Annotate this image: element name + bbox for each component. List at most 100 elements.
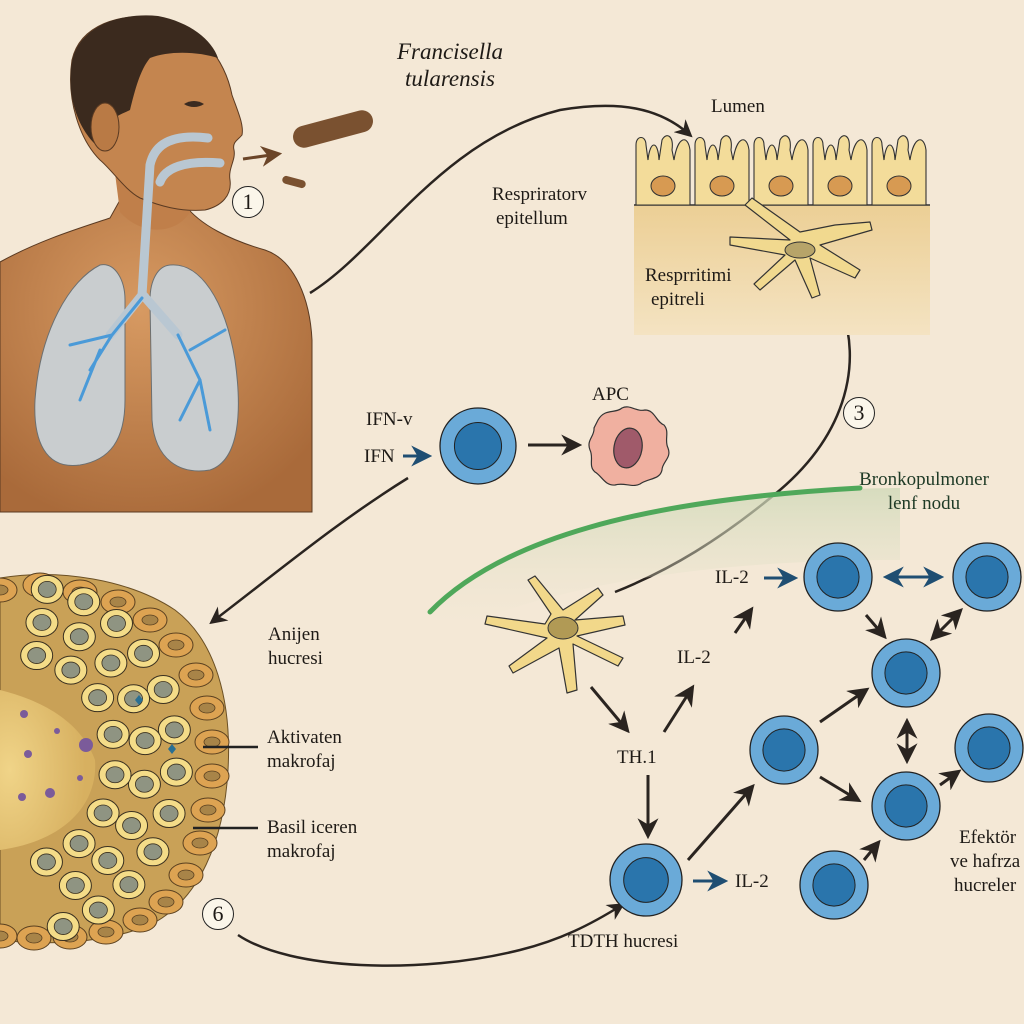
pathway-arrows xyxy=(589,566,963,892)
epithelial-cell xyxy=(694,135,750,206)
macrophage xyxy=(148,889,184,915)
apc-label: APC xyxy=(592,384,629,405)
macrophage xyxy=(189,695,225,721)
bacteria xyxy=(242,110,373,189)
macrophage xyxy=(178,662,214,688)
label-line: Anijen xyxy=(268,624,320,645)
granuloma-core xyxy=(0,690,96,850)
epithelioid-cell xyxy=(54,655,88,685)
macrophage xyxy=(194,763,230,789)
trachea xyxy=(105,132,225,340)
macrophage xyxy=(0,923,18,949)
label-line: hucreler xyxy=(953,875,1017,896)
t-cell xyxy=(799,850,869,920)
exhale-arrow xyxy=(242,145,283,167)
macrophage xyxy=(190,797,226,823)
t-cell xyxy=(439,407,517,485)
flow-curve-to-epithelium xyxy=(309,104,693,295)
epithelioid-cell xyxy=(157,715,191,745)
bacilli xyxy=(18,710,93,801)
t-cell xyxy=(803,542,873,612)
apc-cell xyxy=(588,406,670,487)
epithelioid-cell xyxy=(30,574,64,604)
epithelioid-cell xyxy=(91,845,125,875)
respiratory-epithelium-label: Respriratorv epitellum xyxy=(492,183,587,231)
granuloma xyxy=(0,572,258,951)
epithelial-cell xyxy=(871,135,927,206)
bacterium-large xyxy=(293,110,373,148)
ifn-label: IFN xyxy=(364,446,395,467)
epithelioid-cell xyxy=(112,870,146,900)
t-cell xyxy=(609,843,683,917)
epithelioid-cell xyxy=(81,895,115,925)
epithelial-cell xyxy=(635,135,691,206)
epithelioid-cell xyxy=(117,684,151,714)
epithelioid-cell xyxy=(127,638,161,668)
label-line: epitellum xyxy=(496,208,568,229)
th1-label: TH.1 xyxy=(617,747,657,768)
label-line: Basil iceren xyxy=(267,817,358,838)
il2-mid-label: IL-2 xyxy=(677,647,711,668)
macrophage xyxy=(158,632,194,658)
epithelioid-cell xyxy=(46,912,80,942)
respiratory-epithelium-2-label: Resprritimi epitreli xyxy=(645,264,732,312)
label-line: makrofaj xyxy=(267,841,336,862)
lumen-label: Lumen xyxy=(711,96,765,117)
label-line: epitreli xyxy=(651,289,705,310)
epithelial-cell xyxy=(812,135,868,206)
label-line: ve hafrza xyxy=(950,851,1021,872)
t-cell xyxy=(871,638,941,708)
antigen-cell-label: Anijen hucresi xyxy=(268,623,323,671)
epithelioid-cell xyxy=(86,798,120,828)
ear xyxy=(90,102,120,152)
t-cell xyxy=(749,715,819,785)
epithelial-cell xyxy=(753,135,809,206)
label-line: hucresi xyxy=(268,648,323,669)
epithelioid-cell xyxy=(25,607,59,637)
epithelioid-cell xyxy=(67,587,101,617)
human-figure xyxy=(0,15,313,513)
pathogen-label: Francisella tularensis xyxy=(360,38,540,92)
macrophage xyxy=(122,907,158,933)
epithelioid-cell xyxy=(96,719,130,749)
il2-top-label: IL-2 xyxy=(715,567,749,588)
macrophage xyxy=(194,729,230,755)
label-line: Bronkopulmoner xyxy=(859,469,989,490)
activated-macrophage-markers xyxy=(135,695,176,754)
epithelioid-cell xyxy=(81,683,115,713)
lymph-node-shade xyxy=(430,488,900,640)
epithelioid-cell xyxy=(127,769,161,799)
epithelioid-cell xyxy=(128,726,162,756)
flow-curve-to-tdth xyxy=(237,903,625,967)
lymph-node-border xyxy=(427,485,863,615)
epithelioid-cell xyxy=(94,648,128,678)
macrophage xyxy=(16,925,52,951)
epithelioid-cell xyxy=(29,847,63,877)
label-line: Aktivaten xyxy=(267,727,342,748)
epithelioid-cell xyxy=(98,760,132,790)
epithelioid-cell xyxy=(152,799,186,829)
ifn-gamma-label: IFN-v xyxy=(366,409,413,430)
epithelioid-cell xyxy=(20,641,54,671)
t-cell xyxy=(952,542,1022,612)
epithelioid-cell xyxy=(115,811,149,841)
right-lung xyxy=(34,264,126,467)
activated-macrophage-label: Aktivaten makrofaj xyxy=(267,726,342,774)
tdth-label: TDTH hucresi xyxy=(568,931,679,952)
il2-bottom-label: IL-2 xyxy=(735,871,769,892)
label-line: makrofaj xyxy=(267,751,336,772)
bacilli-macrophage-label: Basil iceren makrofaj xyxy=(267,816,357,864)
label-line: Resprritimi xyxy=(645,265,732,286)
step-3-badge: 3 xyxy=(843,397,875,429)
t-cell-network xyxy=(609,542,1024,920)
macrophage xyxy=(100,589,136,615)
label-line: Respriratorv xyxy=(492,184,587,205)
t-cell xyxy=(954,713,1024,783)
macrophage xyxy=(182,830,218,856)
effector-memory-label: Efektör ve hafrza hucreler xyxy=(950,826,1020,898)
bacterium-small xyxy=(282,175,306,189)
epithelium-panel xyxy=(634,135,930,335)
eye xyxy=(184,101,204,107)
dendritic-cell-tissue xyxy=(729,197,873,299)
